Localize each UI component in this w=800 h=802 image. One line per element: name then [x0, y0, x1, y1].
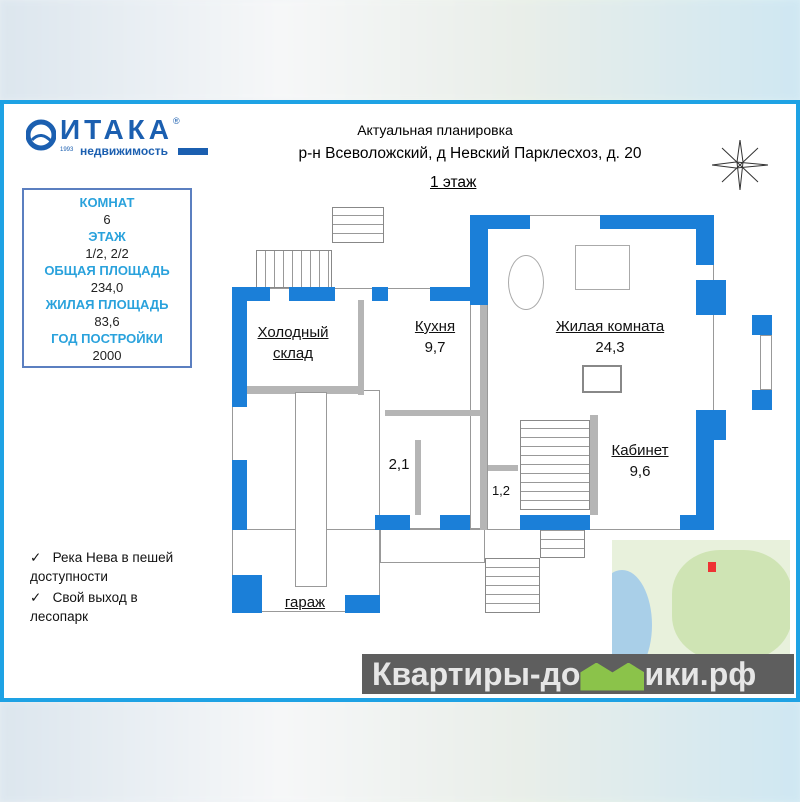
interior-staircase [520, 420, 590, 510]
info-value: 234,0 [90, 280, 124, 295]
logo-name: ИТАКА [60, 114, 173, 145]
info-key: ЖИЛАЯ ПЛОЩАДЬ [45, 297, 169, 312]
info-key: КОМНАТ [79, 195, 135, 210]
wave-logo-icon [26, 119, 56, 151]
blurred-background-bottom [0, 702, 800, 802]
porch [380, 528, 485, 563]
info-value: 2000 [92, 348, 122, 363]
floor-label: 1 этаж [430, 174, 477, 191]
dining-table [508, 255, 544, 310]
info-value: 6 [103, 212, 111, 227]
blurred-background-top [0, 0, 800, 100]
map-pin-icon [708, 562, 716, 572]
entrance-stairs-left [256, 250, 332, 288]
garage-pit [295, 392, 327, 587]
info-key: ОБЩАЯ ПЛОЩАДЬ [44, 263, 170, 278]
logo-year: 1993 [60, 147, 74, 153]
address: р-н Всеволожский, д Невский Парклесхоз, … [298, 145, 642, 162]
info-value: 83,6 [94, 314, 120, 329]
info-key: ГОД ПОСТРОЙКИ [51, 331, 163, 346]
feature-item: ✓ Река Нева в пешей доступности [30, 550, 174, 584]
room-bathroom: 2,1 [388, 456, 410, 473]
info-key: ЭТАЖ [88, 229, 126, 244]
entrance-stairs-top [332, 207, 384, 243]
compass-icon [712, 140, 768, 190]
fireplace [582, 365, 622, 393]
room-garage: гараж [284, 594, 326, 611]
feature-item: ✓ Свой выход в лесопарк [30, 590, 138, 624]
info-value: 1/2, 2/2 [85, 246, 129, 261]
house-logo-icon [580, 662, 645, 691]
property-info-box: КОМНАТ 6 ЭТАЖ 1/2, 2/2 ОБЩАЯ ПЛОЩАДЬ 234… [22, 188, 192, 368]
porch-stairs [485, 558, 540, 613]
itaka-logo: ИТАКА ® 1993 недвижимость [26, 114, 208, 158]
stairs-bottom-right [540, 528, 585, 558]
location-map [612, 540, 790, 655]
room-hall: 1,2 [491, 483, 511, 498]
logo-registered: ® [173, 116, 180, 126]
right-block-outline [470, 215, 714, 530]
plan-title: Актуальная планировка [357, 122, 513, 138]
logo-subtitle: недвижимость [80, 144, 168, 158]
sofa [575, 245, 630, 290]
